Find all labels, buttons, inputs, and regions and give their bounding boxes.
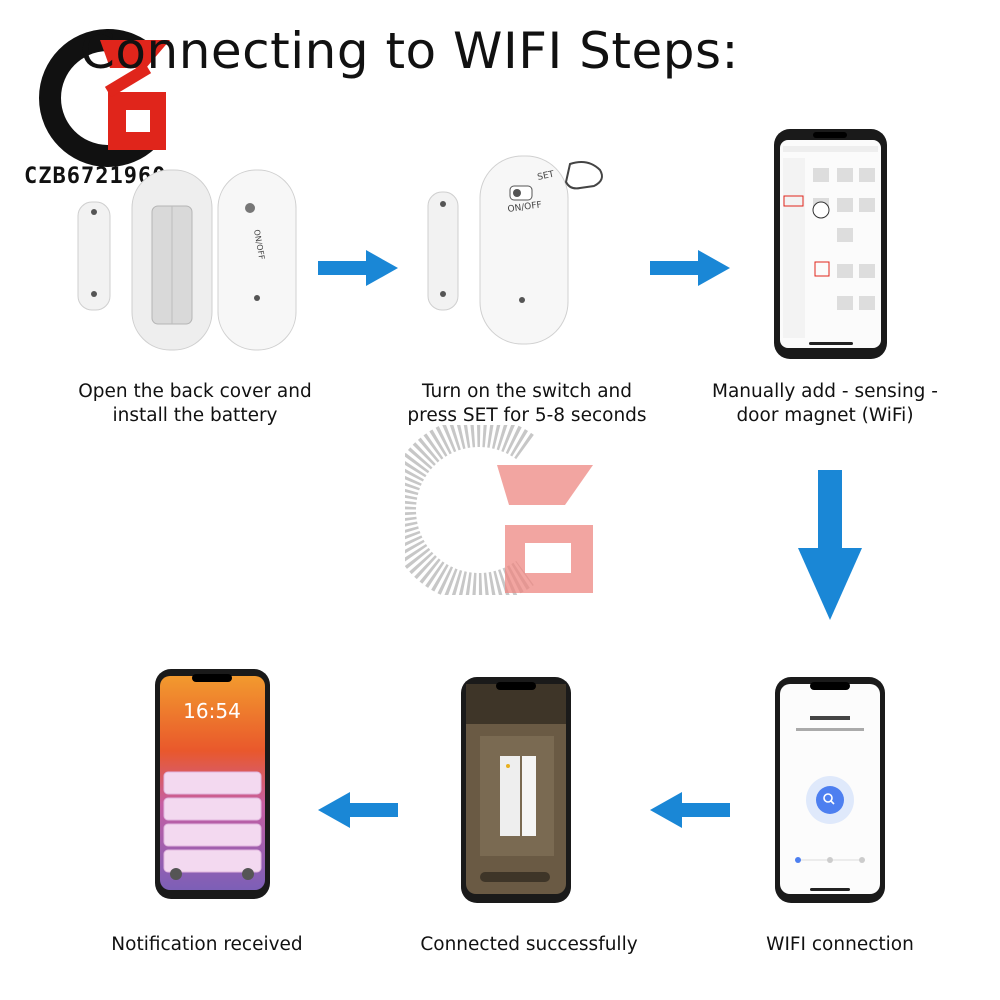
step-5-caption: Connected successfully: [420, 934, 638, 955]
phone-adding-device-icon: [775, 677, 885, 903]
arrow-right-2: [650, 250, 730, 286]
sensor-switch-set-icon: ON/OFF SET: [427, 155, 603, 345]
phone-add-device-icon: [774, 129, 887, 359]
step-2-caption: Turn on the switch and press SET for 5-8…: [407, 381, 647, 426]
center-logo-watermark: [405, 425, 593, 595]
brand-logo: [39, 29, 170, 167]
svg-text:16:54: 16:54: [183, 699, 241, 723]
phone-lockscreen-notification-icon: 16:54: [155, 669, 270, 899]
step-4-caption: WIFI connection: [766, 934, 914, 955]
step-1-caption: Open the back cover and install the batt…: [78, 381, 312, 426]
arrow-right-1: [318, 250, 398, 286]
arrow-left-2: [318, 792, 398, 828]
step-3-caption: Manually add - sensing - door magnet (Wi…: [711, 381, 938, 426]
step-6-caption: Notification received: [111, 934, 303, 955]
phone-camera-connected-icon: [461, 677, 571, 903]
sensor-battery-open-icon: ON/OFF: [77, 169, 297, 351]
arrow-down: [798, 470, 862, 620]
svg-text:ON/OFF: ON/OFF: [507, 200, 542, 215]
page-title: Connecting to WIFI Steps:: [80, 22, 739, 80]
arrow-left-1: [650, 792, 730, 828]
svg-text:SET: SET: [537, 170, 556, 183]
